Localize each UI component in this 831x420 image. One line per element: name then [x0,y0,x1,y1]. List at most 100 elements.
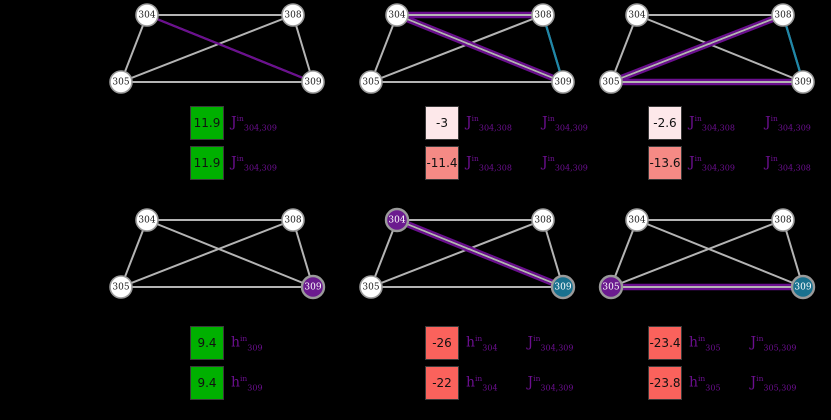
label-subscript: 305,309 [763,343,797,353]
label-superscript: in [236,114,244,124]
label-subscript: 304,308 [777,163,811,173]
coupling-label: Jin305,309 [751,375,797,392]
graph-node-308[interactable] [771,3,795,27]
coupling-label: Jin304,308 [466,115,512,132]
graph-node-308[interactable] [281,208,305,232]
graph-edge-highlight [397,217,565,287]
graph-edge [120,219,148,288]
graph-node-308[interactable] [531,3,555,27]
graph-node-305[interactable] [359,275,383,299]
label-subscript: 304,309 [701,163,735,173]
graph-node-309[interactable] [550,274,576,300]
graph-node-309[interactable] [790,274,816,300]
value-box[interactable]: -23.8 [648,366,682,400]
graph-edge [120,219,294,288]
label-superscript: in [240,334,248,344]
graph-node-309[interactable] [301,70,325,94]
label-superscript: in [694,114,702,124]
graph-node-308[interactable] [281,3,305,27]
label-symbol: J [231,114,237,131]
graph-node-304[interactable] [384,207,410,233]
value-box[interactable]: -13.6 [648,146,682,180]
coupling-label: Jin304,308 [765,155,811,172]
coupling-label: Jin304,309 [528,375,574,392]
value-box[interactable]: -2.6 [648,106,682,140]
graph-edge-highlight [395,15,563,85]
coupling-label: Jin304,308 [689,115,735,132]
coupling-label: Jin304,309 [689,155,735,172]
graph-edge [396,219,564,288]
graph-edge-highlight [397,12,565,82]
graph-node-305[interactable] [599,70,623,94]
graph-edge [370,219,544,288]
label-symbol: J [750,334,757,351]
graph-edge [120,14,148,83]
value-box[interactable]: -26 [425,326,459,360]
label-subscript: 304,308 [478,123,512,133]
label-subscript: 305 [705,343,721,353]
coupling-label: hin305 [689,375,721,392]
label-symbol: J [750,374,757,391]
graph-node-305[interactable] [109,70,133,94]
label-superscript: in [475,374,483,384]
label-subscript: 304,309 [554,163,588,173]
graph-node-308[interactable] [531,208,555,232]
coupling-label: hin309 [231,335,263,352]
graph-node-304[interactable] [625,208,649,232]
value-box[interactable]: 9.4 [190,366,224,400]
graph-node-309[interactable] [300,274,326,300]
graph-node-305[interactable] [598,274,624,300]
label-symbol: h [466,374,476,391]
label-subscript: 304,308 [478,163,512,173]
graph-node-308[interactable] [771,208,795,232]
graph-edge [146,219,314,288]
graph-node-309[interactable] [791,70,815,94]
graph-node-305[interactable] [109,275,133,299]
value-row: 9.4 hin309 [190,323,263,363]
value-box[interactable]: -3 [425,106,459,140]
coupling-label: Jin304,309 [765,115,811,132]
label-symbol: J [466,154,472,171]
label-symbol: h [231,334,241,351]
graph-node-305[interactable] [359,70,383,94]
label-symbol: J [689,154,695,171]
graph-node-309[interactable] [551,70,575,94]
value-box[interactable]: -22 [425,366,459,400]
coupling-label: hin304 [466,335,498,352]
value-box[interactable]: -11.4 [425,146,459,180]
graph-node-304[interactable] [135,3,159,27]
value-box[interactable]: 11.9 [190,146,224,180]
value-box[interactable]: 11.9 [190,106,224,140]
coupling-label: Jin304,309 [231,115,277,132]
graph-node-304[interactable] [625,3,649,27]
label-subscript: 309 [247,383,263,393]
label-superscript: in [694,154,702,164]
label-subscript: 309 [247,343,263,353]
graph-edge-highlight [395,220,563,290]
label-subscript: 304,309 [540,343,574,353]
graph-edge [120,14,294,83]
label-subscript: 304,309 [243,123,277,133]
graph-edge [396,14,564,83]
label-symbol: J [527,374,534,391]
label-symbol: J [764,114,771,131]
graph-node-304[interactable] [135,208,159,232]
value-box[interactable]: 9.4 [190,326,224,360]
label-superscript: in [547,114,555,124]
label-symbol: J [466,114,472,131]
graph-node-304[interactable] [385,3,409,27]
value-box[interactable]: -23.4 [648,326,682,360]
label-superscript: in [471,154,479,164]
